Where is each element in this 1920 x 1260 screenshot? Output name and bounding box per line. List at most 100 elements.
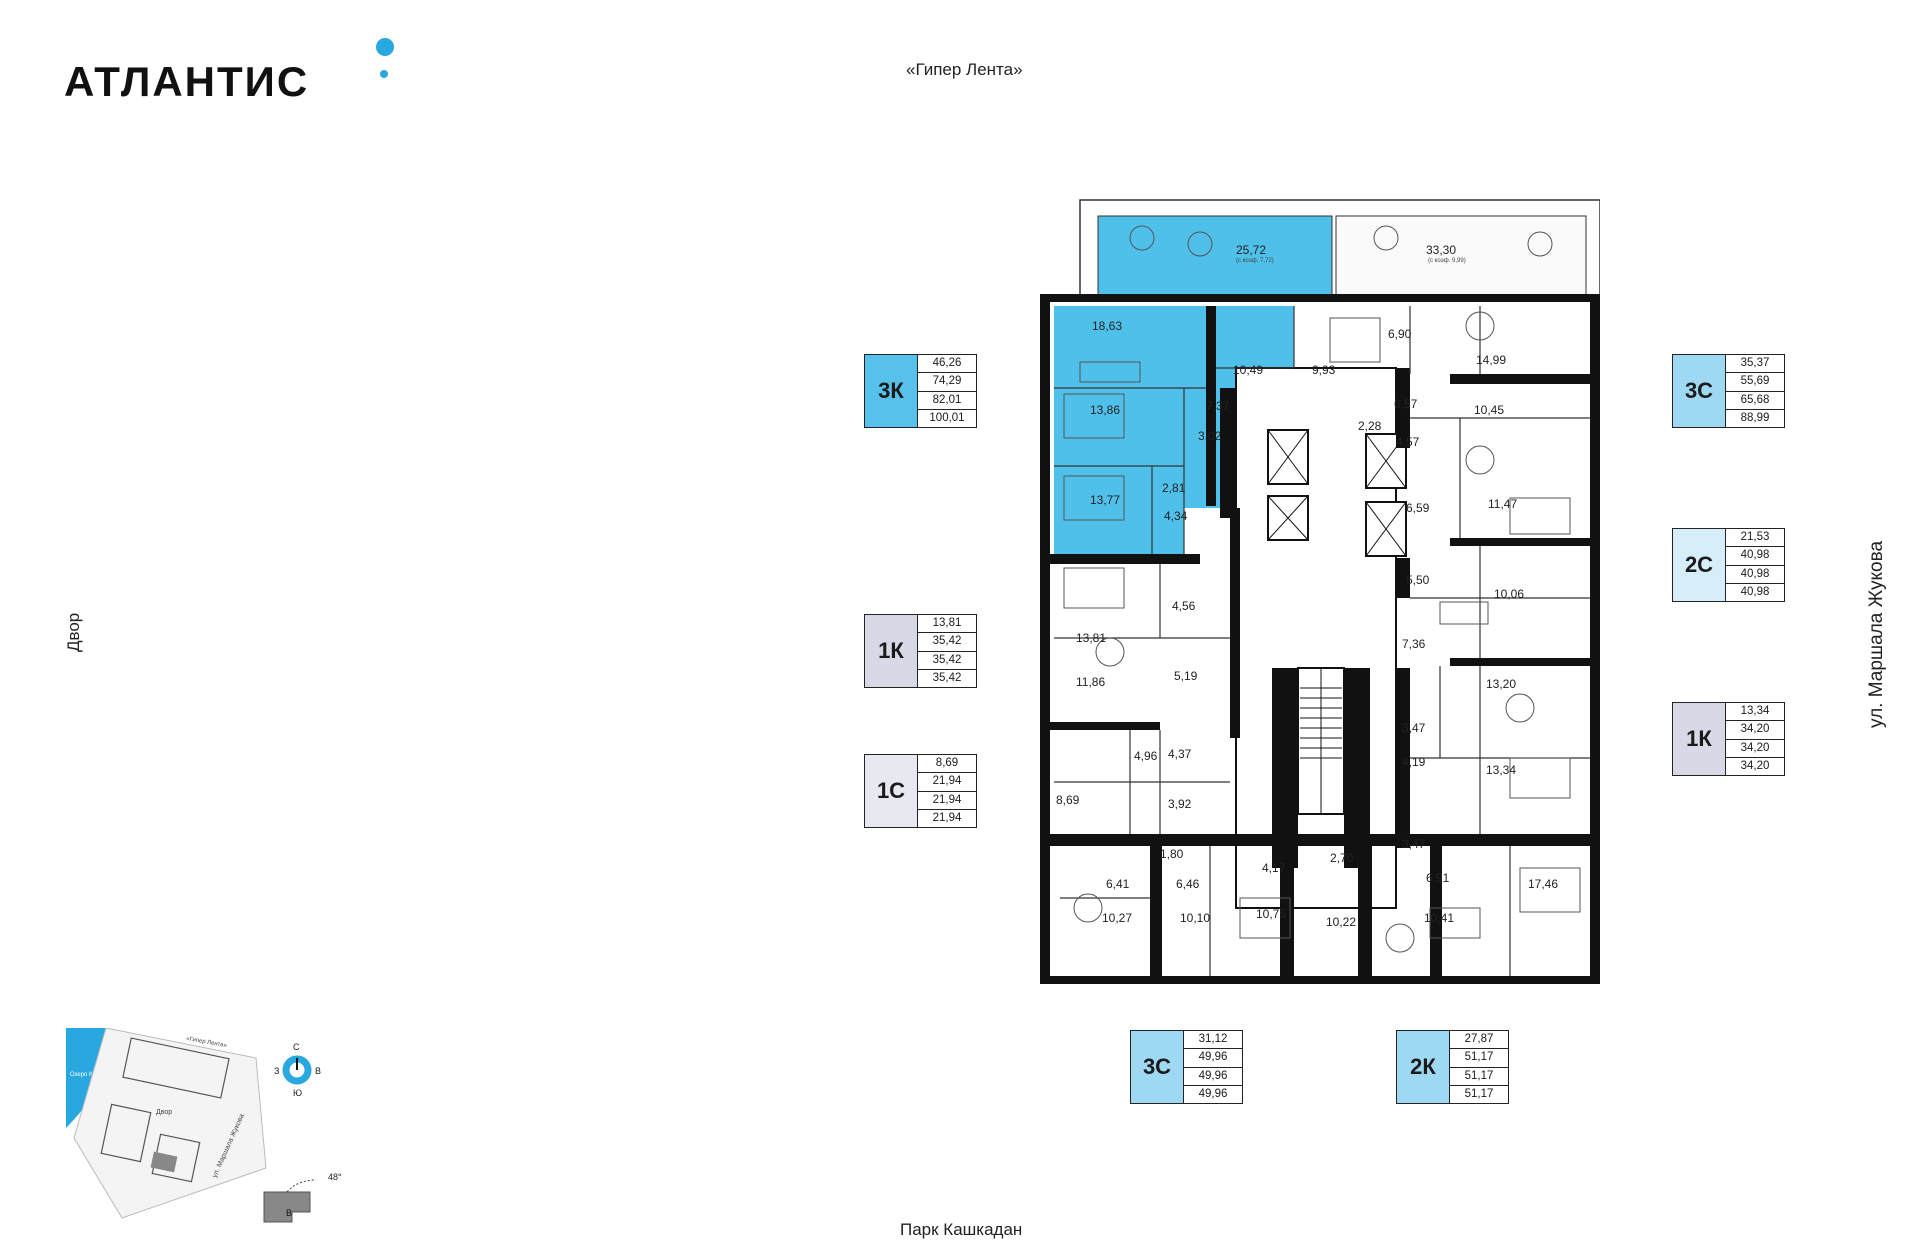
terrace-right[interactable] — [1335, 215, 1587, 297]
apartment-code: 3К — [865, 355, 918, 427]
apartment-card-1k-left[interactable]: 1К 13,81 35,42 35,42 35,42 — [864, 614, 977, 688]
area-with-balcony: 49,96 — [1184, 1068, 1242, 1086]
apartment-areas: 13,34 34,20 34,20 34,20 — [1726, 703, 1784, 775]
room-area: 14,99 — [1476, 353, 1506, 367]
walls — [1040, 294, 1600, 984]
terrace-note-right: (с коэф. 9,99) — [1428, 258, 1466, 264]
room-area: 3,47 — [1402, 721, 1426, 735]
room-area: 6,91 — [1426, 871, 1450, 885]
room-area: 11,47 — [1488, 497, 1517, 511]
room-area: 6,57 — [1394, 397, 1418, 411]
area-with-terrace: 49,96 — [1198, 1087, 1228, 1100]
apartment-areas: 13,81 35,42 35,42 35,42 — [918, 615, 976, 687]
apartment-areas: 27,87 51,17 51,17 51,17 — [1450, 1031, 1508, 1103]
area-with-balcony: 40,98 — [1726, 566, 1784, 584]
room-area: 13,86 — [1090, 403, 1120, 417]
apartment-card-1c[interactable]: 1С 8,69 21,94 21,94 21,94 — [864, 754, 977, 828]
room-area: 3,92 — [1168, 797, 1192, 811]
apartment-code: 3С — [1673, 355, 1726, 427]
furniture — [1063, 225, 1581, 953]
room-area: 10,45 — [1474, 403, 1504, 417]
compass-icon — [282, 1055, 312, 1085]
room-area: 2,70 — [1330, 851, 1354, 865]
room-area: 33,30 — [1426, 243, 1456, 257]
room-area: 18,63 — [1092, 319, 1122, 333]
room-area: 6,46 — [1176, 877, 1200, 891]
area-with-terrace: 40,98 — [1740, 585, 1770, 598]
apartment-card-2k[interactable]: 2К 27,87 51,17 51,17 51,17 — [1396, 1030, 1509, 1104]
area-living: 27,87 — [1450, 1031, 1508, 1050]
lake-shape — [66, 1028, 107, 1128]
compass-west: З — [274, 1066, 279, 1076]
room-area: 11,86 — [1076, 675, 1105, 689]
room-area: 2,28 — [1358, 419, 1382, 433]
area-with-balcony: 51,17 — [1450, 1068, 1508, 1086]
room-area: 25,72 — [1236, 243, 1266, 257]
area-total: 21,94 — [918, 773, 976, 792]
terrace-selected[interactable] — [1097, 215, 1333, 297]
room-area: 4,96 — [1134, 749, 1158, 763]
site-minimap: Озеро Кашкадан «Гипер Лента» Двор ул. Ма… — [66, 1028, 342, 1223]
area-living: 21,53 — [1726, 529, 1784, 548]
room-area: 2,81 — [1162, 481, 1186, 495]
current-section — [150, 1151, 178, 1173]
area-living: 31,12 — [1184, 1031, 1242, 1050]
area-with-balcony: 35,42 — [918, 652, 976, 670]
angle-arc-icon — [281, 1179, 317, 1199]
area-living: 46,26 — [918, 355, 976, 374]
apartment-card-1k-right[interactable]: 1К 13,34 34,20 34,20 34,20 — [1672, 702, 1785, 776]
angle-label: 48° — [328, 1172, 342, 1182]
area-total: 35,42 — [918, 633, 976, 652]
apartment-areas: 35,37 55,69 65,68 88,99 — [1726, 355, 1784, 427]
room-area: 6,59 — [1406, 501, 1430, 515]
apartment-card-2c[interactable]: 2С 21,53 40,98 40,98 40,98 — [1672, 528, 1785, 602]
right-side-label: ул. Маршала Жукова — [1866, 540, 1887, 728]
room-area: 10,49 — [1233, 363, 1263, 377]
area-living: 13,34 — [1726, 703, 1784, 722]
left-side-label: Двор — [64, 612, 83, 652]
room-area: 3,47 — [1402, 837, 1426, 851]
area-with-balcony: 21,94 — [918, 792, 976, 810]
logo-dot-small-icon — [380, 70, 388, 78]
apartment-code: 2К — [1397, 1031, 1450, 1103]
room-area: 10,06 — [1494, 587, 1524, 601]
apartment-card-3k[interactable]: 3К 46,26 74,29 82,01 100,01 — [864, 354, 977, 428]
area-with-terrace: 34,20 — [1740, 759, 1770, 772]
room-area: 10,41 — [1424, 911, 1454, 925]
room-area: 10,75 — [1256, 907, 1286, 921]
floor-plan: (с коэф. 7,72) (с коэф. 9,99) 25,72 33,3… — [1040, 199, 1600, 984]
area-with-terrace: 51,17 — [1464, 1087, 1494, 1100]
apartment-areas: 21,53 40,98 40,98 40,98 — [1726, 529, 1784, 601]
apartment-code: 1С — [865, 755, 918, 827]
room-area: 13,34 — [1486, 763, 1516, 777]
area-total: 51,17 — [1450, 1049, 1508, 1068]
apartment-code: 2С — [1673, 529, 1726, 601]
room-area: 10,10 — [1180, 911, 1210, 925]
room-area: 5,19 — [1174, 669, 1198, 683]
room-area: 3,02 — [1198, 429, 1222, 443]
room-area: 10,27 — [1102, 911, 1132, 925]
bottom-street-label: Парк Кашкадан — [900, 1220, 1023, 1239]
compass-east: В — [315, 1066, 321, 1076]
area-total: 40,98 — [1726, 547, 1784, 566]
area-total: 49,96 — [1184, 1049, 1242, 1068]
apartment-code: 1К — [865, 615, 918, 687]
area-with-terrace: 100,01 — [929, 411, 965, 424]
logo-dot-icon — [376, 38, 394, 56]
area-living: 13,81 — [918, 615, 976, 634]
room-area: 1,80 — [1160, 847, 1184, 861]
apartment-code: 3С — [1131, 1031, 1184, 1103]
area-living: 35,37 — [1726, 355, 1784, 374]
room-area: 9,93 — [1312, 363, 1336, 377]
room-area: 13,81 — [1076, 631, 1106, 645]
area-with-balcony: 65,68 — [1726, 392, 1784, 410]
section-shape — [263, 1191, 311, 1223]
apartment-card-3c-right[interactable]: 3С 35,37 55,69 65,68 88,99 — [1672, 354, 1785, 428]
room-area: 5,50 — [1406, 573, 1430, 587]
room-area: 13,20 — [1486, 677, 1516, 691]
room-area: 6,41 — [1106, 877, 1130, 891]
apartment-areas: 46,26 74,29 82,01 100,01 — [918, 355, 976, 427]
apartment-card-3c-bottom[interactable]: 3С 31,12 49,96 49,96 49,96 — [1130, 1030, 1243, 1104]
area-total: 55,69 — [1726, 373, 1784, 392]
room-area: 4,19 — [1402, 755, 1426, 769]
